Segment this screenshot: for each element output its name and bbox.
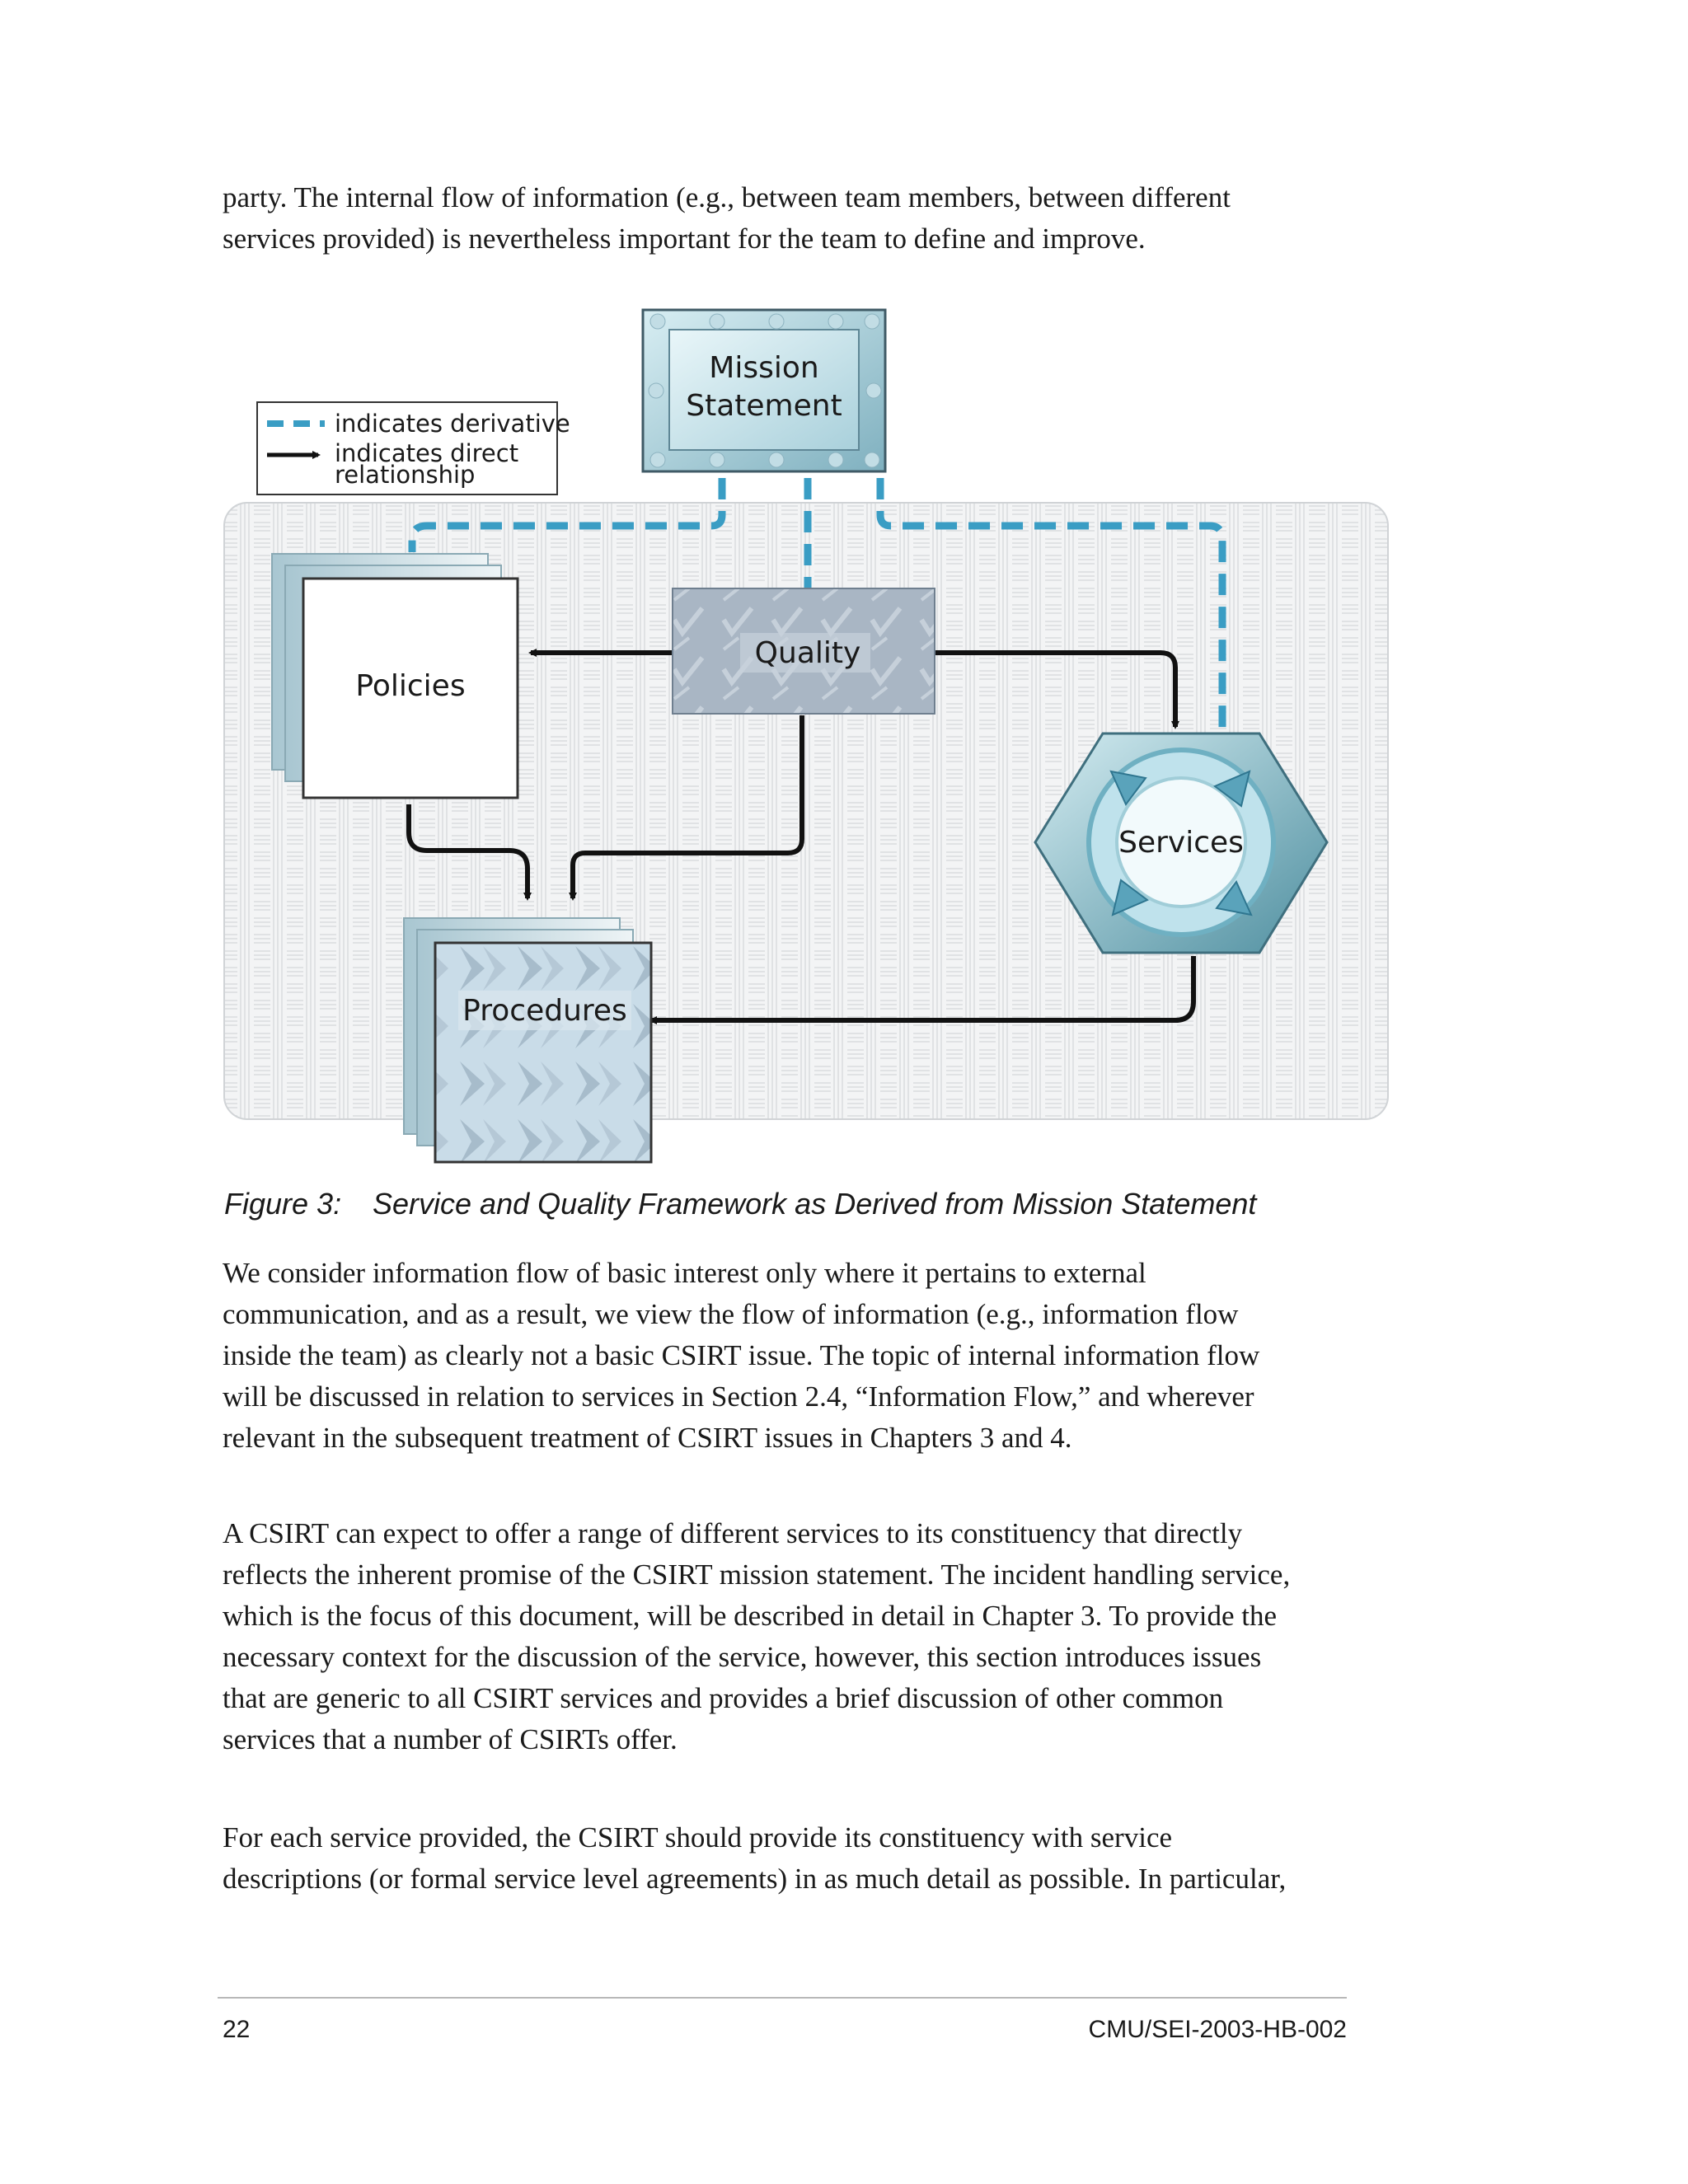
text-line: services provided) is nevertheless impor… bbox=[223, 223, 1146, 255]
text-line: party. The internal flow of information … bbox=[223, 181, 1231, 213]
arrow-quality-procedures bbox=[569, 715, 804, 901]
text-line: that are generic to all CSIRT services a… bbox=[223, 1682, 1224, 1714]
text-line: inside the team) as clearly not a basic … bbox=[223, 1339, 1260, 1371]
intro-paragraph: party. The internal flow of information … bbox=[223, 177, 1376, 260]
caption-label: Figure 3: bbox=[224, 1187, 342, 1221]
text-line: relevant in the subsequent treatment of … bbox=[223, 1422, 1072, 1454]
arrow-policies-procedures bbox=[406, 804, 532, 901]
legend-direct-label-line1: indicates direct bbox=[335, 439, 518, 467]
quality-node: Quality bbox=[672, 588, 935, 715]
policies-node: Policies bbox=[271, 553, 519, 799]
mission-label-line1: Mission bbox=[709, 351, 818, 385]
figure-caption: Figure 3: Service and Quality Framework a… bbox=[224, 1187, 1256, 1221]
derivative-lines bbox=[408, 478, 1226, 732]
legend: indicates derivative indicates direct re… bbox=[256, 401, 570, 495]
caption-text: Service and Quality Framework as Derived… bbox=[373, 1187, 1257, 1221]
text-line: will be discussed in relation to service… bbox=[223, 1380, 1254, 1413]
paragraph-service-descriptions: For each service provided, the CSIRT sho… bbox=[223, 1817, 1376, 1900]
services-node: Services bbox=[1034, 732, 1329, 954]
services-label: Services bbox=[1118, 826, 1244, 860]
arrow-quality-services bbox=[933, 650, 1179, 729]
text-line: We consider information flow of basic in… bbox=[223, 1257, 1146, 1289]
legend-derivative-label: indicates derivative bbox=[335, 410, 570, 438]
text-line: communication, and as a result, we view … bbox=[223, 1298, 1239, 1330]
text-line: services that a number of CSIRTs offer. bbox=[223, 1723, 678, 1755]
policies-label: Policies bbox=[355, 669, 465, 703]
mission-label-line2: Statement bbox=[686, 389, 842, 423]
text-line: reflects the inherent promise of the CSI… bbox=[223, 1558, 1291, 1591]
footer-divider bbox=[218, 1997, 1347, 1999]
text-line: descriptions (or formal service level ag… bbox=[223, 1863, 1287, 1895]
text-line: necessary context for the discussion of … bbox=[223, 1641, 1262, 1673]
procedures-node: Procedures bbox=[403, 917, 653, 1164]
direct-arrows bbox=[406, 649, 1196, 1024]
legend-direct-label-line2: relationship bbox=[335, 461, 475, 489]
text-line: For each service provided, the CSIRT sho… bbox=[223, 1821, 1173, 1854]
procedures-label: Procedures bbox=[462, 994, 627, 1028]
text-line: A CSIRT can expect to offer a range of d… bbox=[223, 1517, 1243, 1549]
page-number: 22 bbox=[223, 2016, 251, 2043]
derivative-line-services bbox=[876, 478, 1226, 732]
paragraph-information-flow: We consider information flow of basic in… bbox=[223, 1253, 1376, 1459]
text-line: which is the focus of this document, wil… bbox=[223, 1600, 1277, 1632]
arrow-services-procedures bbox=[649, 956, 1196, 1024]
derivative-line-policies bbox=[408, 478, 726, 552]
quality-label: Quality bbox=[755, 636, 861, 670]
paragraph-csirt-services: A CSIRT can expect to offer a range of d… bbox=[223, 1513, 1376, 1760]
framework-diagram: Mission Statement indicates derivative i… bbox=[223, 308, 1389, 1164]
mission-statement-node: Mission Statement bbox=[641, 308, 887, 473]
document-id: CMU/SEI-2003-HB-002 bbox=[1088, 2016, 1347, 2043]
